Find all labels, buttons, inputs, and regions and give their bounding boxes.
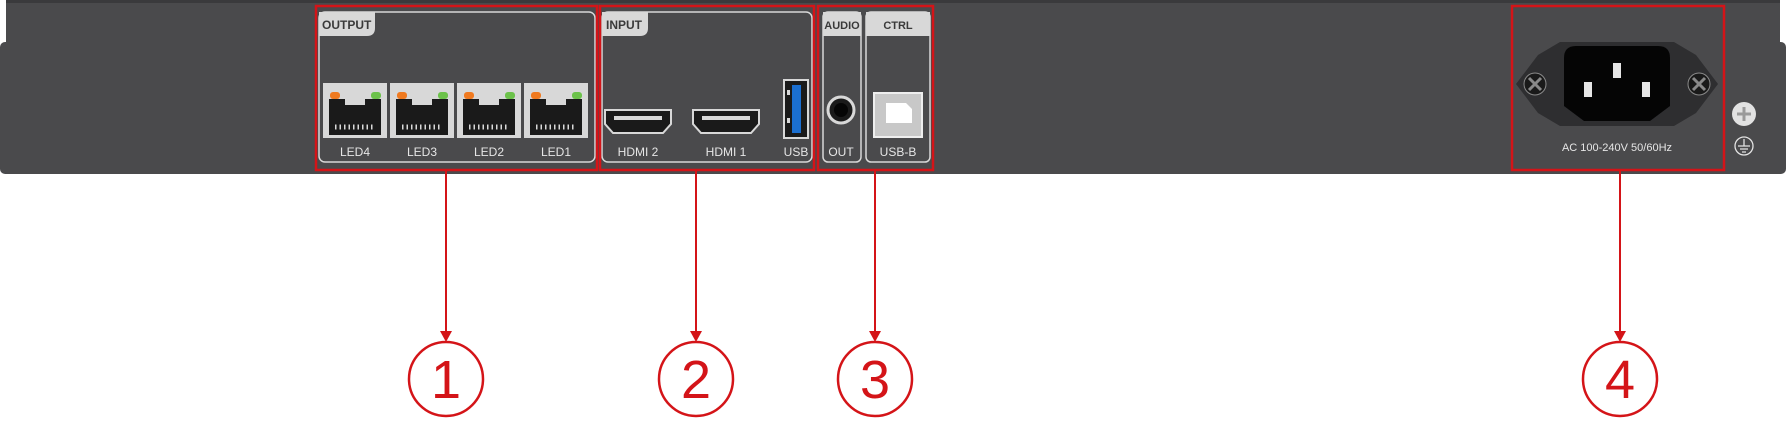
ctrl-section: CTRL <box>865 11 931 163</box>
callout-number-2: 2 <box>681 350 711 410</box>
callout-leader-4 <box>1614 170 1626 342</box>
callout-leader-2 <box>690 170 702 342</box>
rj45-port-icon <box>524 83 588 138</box>
hdmi-port-icon <box>692 109 760 134</box>
callout-number-4: 4 <box>1605 350 1635 410</box>
audio-section-label: AUDIO <box>824 20 860 32</box>
iec-c14-power-inlet-icon <box>1516 42 1718 126</box>
screw-icon <box>1687 72 1711 96</box>
input-section-label: INPUT <box>606 18 643 32</box>
port-label-led4: LED4 <box>340 145 370 159</box>
audio-section: AUDIO <box>822 11 862 163</box>
port-label-hdmi2: HDMI 2 <box>618 145 659 159</box>
callout-marker-1: 1 <box>407 340 485 418</box>
input-section: INPUT <box>601 11 813 163</box>
usb-a-port-icon <box>783 79 809 139</box>
usb-b-port-icon <box>873 92 923 138</box>
ground-terminal-icon <box>1732 102 1756 156</box>
callout-leader-3 <box>869 170 881 342</box>
rj45-port-icon <box>390 83 454 138</box>
screw-icon <box>1523 72 1547 96</box>
port-label-usb: USB <box>784 145 809 159</box>
callout-marker-4: 4 <box>1581 340 1659 418</box>
port-label-hdmi1: HDMI 1 <box>706 145 747 159</box>
port-label-led3: LED3 <box>407 145 437 159</box>
port-label-led2: LED2 <box>474 145 504 159</box>
callout-marker-2: 2 <box>657 340 735 418</box>
output-section-label: OUTPUT <box>322 18 372 32</box>
rj45-port-icon <box>457 83 521 138</box>
output-section: OUTPUT <box>318 11 596 163</box>
port-label-audio-out: OUT <box>828 145 854 159</box>
chassis <box>0 0 1786 174</box>
callout-number-3: 3 <box>860 350 890 410</box>
port-label-usb-b: USB-B <box>880 145 917 159</box>
ctrl-section-label: CTRL <box>883 20 913 32</box>
callout-box-input <box>598 4 816 172</box>
callout-leader-1 <box>440 170 452 342</box>
callout-box-power <box>1510 4 1726 172</box>
power-rating-label: AC 100-240V 50/60Hz <box>1562 142 1672 154</box>
port-label-led1: LED1 <box>541 145 571 159</box>
rj45-port-icon <box>323 83 387 138</box>
audio-jack-icon <box>826 95 856 125</box>
callout-box-output <box>314 4 599 172</box>
callout-marker-3: 3 <box>836 340 914 418</box>
callout-number-1: 1 <box>431 350 461 410</box>
hdmi-port-icon <box>604 109 672 134</box>
